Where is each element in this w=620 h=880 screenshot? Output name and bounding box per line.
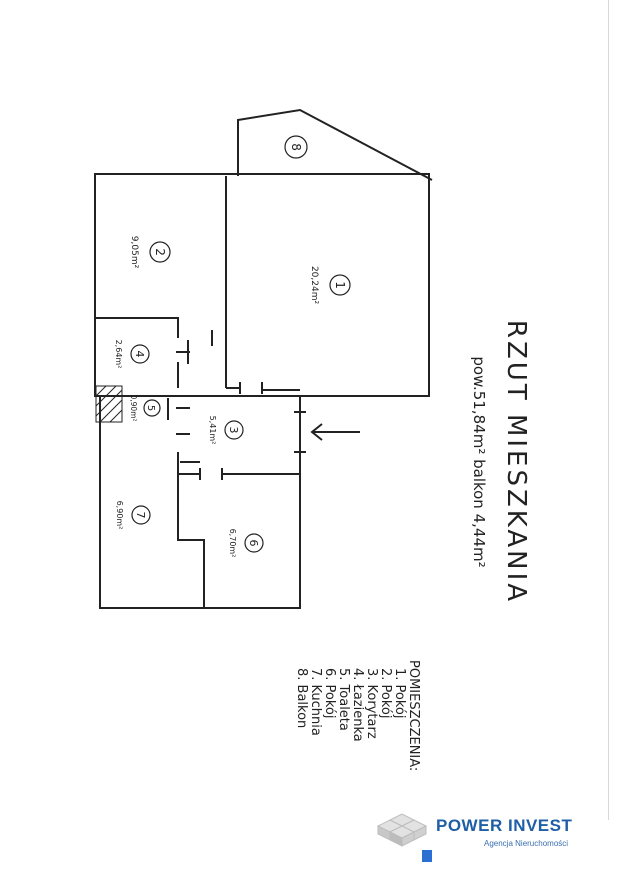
plan-title: RZUT MIESZKANIA: [501, 320, 531, 604]
legend-item: 4. Łazienka: [350, 668, 365, 742]
room-1-area: 20,24m²: [309, 266, 319, 305]
room-labels: 1 20,24m² 2 9,05m² 3 5,41m² 4 2,64m² 5: [114, 135, 351, 558]
room-6-label: 6 6,70m²: [228, 529, 264, 558]
room-3-label: 3 5,41m²: [208, 416, 244, 445]
balcony-outline: [237, 108, 433, 181]
room-4-number: 4: [133, 351, 146, 358]
room-1-label: 1 20,24m²: [309, 266, 351, 305]
company-name-word2: INVEST: [507, 816, 573, 835]
room-1-number: 1: [333, 281, 347, 289]
plan-area-line: pow.51,84m² balkon 4,44m²: [470, 356, 488, 567]
company-name: POWER INVEST: [436, 816, 572, 836]
room-4-area: 2,64m²: [114, 340, 123, 369]
company-tagline: Agencja Nieruchomości: [484, 839, 569, 848]
room-7-label: 7 6,90m²: [115, 501, 151, 530]
entrance-arrow-head: [310, 423, 323, 441]
room-2-number: 2: [153, 248, 167, 256]
legend-item: 6. Pokój: [322, 668, 337, 719]
room-6-area: 6,70m²: [228, 529, 237, 558]
page-edge-line: [608, 0, 609, 820]
room-3-number: 3: [227, 427, 240, 434]
room-5-number: 5: [145, 405, 156, 411]
legend-item: 1. Pokój: [392, 668, 407, 719]
room-3-area: 5,41m²: [208, 416, 217, 445]
room-2-label: 2 9,05m²: [129, 236, 171, 269]
plan-title-group: RZUT MIESZKANIA pow.51,84m² balkon 4,44m…: [470, 320, 531, 604]
kitchen-wall: [177, 452, 205, 608]
room-8-label: 8: [284, 135, 308, 159]
room-2-area: 9,05m²: [129, 236, 139, 269]
wc-hatch: [95, 385, 123, 423]
legend-item: 2. Pokój: [378, 668, 393, 719]
legend-item: 8. Balkon: [294, 668, 309, 728]
upper-block-wall: [94, 173, 430, 397]
legend-heading: POMIESZCZENIA:: [406, 660, 421, 771]
legend-item: 7. Kuchnia: [308, 668, 323, 736]
stacked-cubes-icon: [376, 813, 432, 862]
room-8-number: 8: [289, 143, 303, 151]
room-4-label: 4 2,64m²: [114, 340, 150, 369]
rooms-legend: POMIESZCZENIA: 1. Pokój 2. Pokój 3. Kory…: [294, 660, 421, 771]
room-7-area: 6,90m²: [115, 501, 124, 530]
company-logo: POWER INVEST Agencja Nieruchomości: [372, 810, 612, 870]
room-5-label: 5 0,90m²: [129, 394, 161, 422]
bathroom-wall: [95, 317, 179, 338]
company-name-word1: POWER: [436, 816, 503, 835]
room-6-number: 6: [247, 540, 260, 547]
lower-block-wall: [95, 395, 301, 609]
room-5-area: 0,90m²: [129, 394, 138, 421]
legend-item: 5. Toaleta: [336, 668, 351, 731]
legend-item: 3. Korytarz: [364, 668, 379, 739]
room-7-number: 7: [134, 512, 147, 519]
